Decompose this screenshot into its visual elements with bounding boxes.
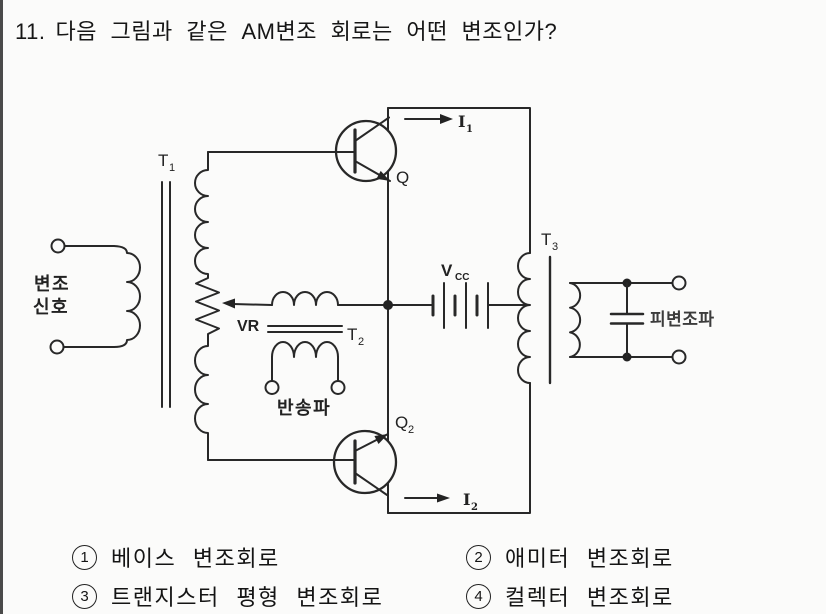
option-4: 4 컬렉터 변조회로 (466, 580, 674, 612)
vr-wiper-arrowhead (222, 298, 235, 309)
transformer-t2 (264, 291, 346, 395)
modulating-signal-label-line2: 신호 (33, 297, 69, 317)
bottom-rail (387, 382, 531, 514)
q1-emitter-arrowhead (376, 170, 390, 181)
carrier-wave-label: 반송파 (277, 398, 331, 418)
current-arrows (404, 114, 453, 503)
transistor-q1 (207, 116, 398, 183)
i2-label-sub: 2 (471, 502, 478, 513)
vr-wiper-wire (232, 303, 273, 306)
option-1: 1 베이스 변조회로 (72, 541, 280, 573)
output-terminal-top (671, 275, 687, 291)
option-4-number: 4 (466, 583, 491, 609)
option-2-label: 애미터 변조회로 (505, 546, 674, 571)
q2-label: Q (395, 413, 408, 432)
battery-vcc (431, 282, 489, 329)
i1-label: I (458, 112, 465, 131)
t1-label: T (158, 151, 168, 170)
i1-label-sub: 1 (466, 124, 473, 135)
option-3-number: 3 (72, 583, 97, 609)
t2-label-sub: 2 (358, 336, 364, 348)
option-1-number: 1 (72, 544, 97, 570)
option-4-label: 컬렉터 변조회로 (505, 585, 674, 610)
top-rail (387, 107, 531, 254)
t2-primary-coil (271, 291, 339, 306)
t3-label: T (541, 230, 551, 249)
t1-label-sub: 1 (169, 162, 175, 174)
q1-label: Q (396, 168, 409, 187)
page-border-line (0, 0, 3, 614)
component-labels: T 1 T 2 T 3 Q Q 2 V CC I 1 I 2 VR 변조 신호 … (33, 112, 715, 513)
tank-capacitor (609, 282, 645, 358)
q1-collector (354, 116, 390, 142)
vr-label: VR (237, 318, 260, 335)
question-text: 다음 그림과 같은 AM변조 회로는 어떤 변조인가? (55, 19, 558, 44)
t3-secondary-coil (569, 282, 582, 358)
t1-secondary-with-vr (194, 151, 220, 461)
transistor-q2 (207, 429, 398, 496)
transformer-t1 (49, 151, 273, 461)
option-3-label: 트랜지스터 평형 변조회로 (111, 585, 384, 610)
vcc-label-sub: CC (455, 272, 469, 283)
t2-secondary-coil (271, 341, 339, 358)
modulated-wave-label: 피변조파 (650, 310, 715, 329)
question-number: 11. (15, 19, 46, 44)
transformer-t3 (517, 252, 687, 385)
q2-body (332, 429, 398, 495)
question-title: 11. 다음 그림과 같은 AM변조 회로는 어떤 변조인가? (15, 14, 557, 46)
vcc-label: V (441, 261, 453, 280)
option-1-label: 베이스 변조회로 (111, 546, 280, 571)
option-3: 3 트랜지스터 평형 변조회로 (72, 580, 383, 612)
t3-label-sub: 3 (552, 241, 558, 253)
t3-primary-coil (517, 252, 531, 384)
q2-label-sub: 2 (408, 424, 414, 436)
carrier-terminal-right (330, 380, 346, 395)
modulating-signal-label-line1: 변조 (34, 274, 70, 294)
q2-collector (354, 472, 388, 496)
option-2: 2 애미터 변조회로 (466, 541, 674, 573)
carrier-terminal-left (264, 380, 280, 395)
i1-arrowhead (440, 114, 453, 124)
t2-label: T (347, 325, 357, 344)
option-2-number: 2 (466, 544, 491, 570)
i2-label: I (463, 490, 470, 509)
i2-arrowhead (437, 493, 450, 503)
q2-emitter-arrowhead (374, 434, 388, 444)
emitter-junction-dot (383, 300, 393, 310)
output-terminal-bottom (671, 349, 687, 365)
t1-primary-coil (62, 245, 141, 348)
